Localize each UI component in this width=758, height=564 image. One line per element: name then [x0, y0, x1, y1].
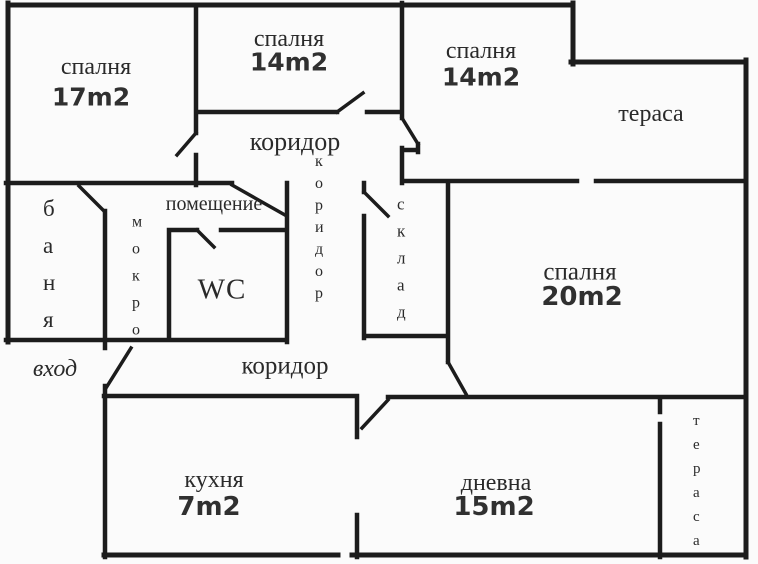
label-bedroom-top-middle-area: 14m2 — [249, 47, 329, 77]
label-kitchen-name: кухня — [184, 467, 244, 493]
interior-walls — [3, 0, 749, 560]
label-bedroom-right-name: спалня — [543, 258, 617, 286]
label-bedroom-top-left-area: 17m2 — [51, 82, 131, 112]
label-bedroom-top-right-area: 14m2 — [441, 62, 521, 92]
label-wc: WC — [197, 273, 247, 306]
label-utility-room: помещение — [165, 193, 263, 215]
label-kitchen-area: 7m2 — [177, 492, 241, 522]
label-wet-room: м о к р о — [132, 213, 143, 339]
label-bedroom-top-left-name: спалня — [60, 54, 132, 80]
label-entrance: вход — [32, 356, 78, 382]
door-swing-marks — [76, 90, 469, 431]
label-terrace-bottom: т е р а с а — [693, 413, 701, 549]
label-bedroom-top-middle-name: спалня — [253, 26, 325, 52]
label-corridor-bottom: коридор — [241, 352, 329, 380]
label-corridor-vertical: к о р и д о р — [315, 153, 324, 302]
label-bedroom-right-area: 20m2 — [541, 282, 623, 312]
label-living-room-name: дневна — [460, 470, 532, 496]
label-corridor-top: коридор — [249, 127, 341, 156]
label-living-room-area: 15m2 — [453, 492, 535, 522]
label-bedroom-top-right-name: спалня — [445, 38, 517, 64]
outer-walls — [5, 0, 749, 560]
label-storage: с к л а д — [397, 194, 406, 322]
label-bathroom: б а н я — [43, 196, 56, 332]
label-terrace-top: тераса — [618, 101, 684, 127]
